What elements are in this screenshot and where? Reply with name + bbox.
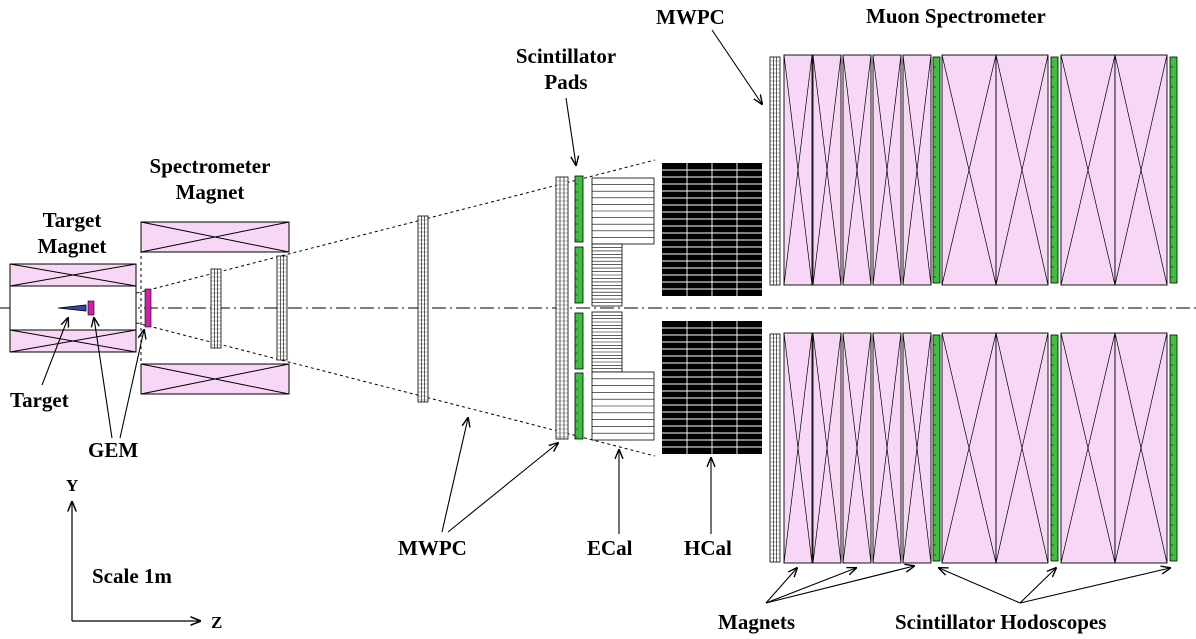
gem-detector-2 xyxy=(144,288,152,328)
hodoscope-bottom-2 xyxy=(1050,334,1059,562)
label-hcal: HCal xyxy=(684,536,732,560)
scintillator-pad-1 xyxy=(574,175,584,243)
label-spectrometer-magnet: Spectrometer Magnet xyxy=(126,153,294,205)
label-gem: GEM xyxy=(88,438,139,462)
axes-indicator xyxy=(72,502,200,621)
hcal xyxy=(662,163,762,454)
label-spectrometer-magnet-line2: Magnet xyxy=(175,180,245,204)
scintillator-pads xyxy=(574,175,584,440)
label-target: Target xyxy=(10,388,69,412)
pointer-arrows xyxy=(41,29,1170,604)
label-ecal: ECal xyxy=(587,536,633,560)
gem-detector-1 xyxy=(87,300,95,316)
mwpc-chamber-5-bottom xyxy=(769,333,781,563)
target-magnet xyxy=(9,263,137,353)
label-scale: Scale 1m xyxy=(92,564,172,588)
mwpc-chambers xyxy=(210,56,781,563)
label-mwpc-top: MWPC xyxy=(656,5,725,29)
mwpc-chamber-3 xyxy=(417,215,429,403)
label-magnets: Magnets xyxy=(718,610,795,634)
hodoscope-top-3 xyxy=(1169,56,1178,284)
label-scintillator-hodoscopes: Scintillator Hodoscopes xyxy=(895,610,1107,634)
label-muon-spectrometer: Muon Spectrometer xyxy=(866,4,1046,28)
target xyxy=(57,304,87,312)
label-spectrometer-magnet-line1: Spectrometer xyxy=(149,154,271,178)
scintillator-pad-3 xyxy=(574,312,584,370)
hodoscope-top-1 xyxy=(932,56,941,284)
hodoscope-bottom-3 xyxy=(1169,334,1178,562)
muon-spectrometer xyxy=(783,54,1178,564)
label-axis-z: Z xyxy=(211,613,223,632)
label-scintillator-pads-line2: Pads xyxy=(544,70,588,94)
label-scintillator-pads-line1: Scintillator xyxy=(515,44,617,68)
spectrometer-magnet xyxy=(140,221,290,395)
mwpc-chamber-5-top xyxy=(769,56,781,286)
label-scintillator-pads: Scintillator Pads xyxy=(496,43,636,95)
label-target-magnet: Target Magnet xyxy=(22,207,122,259)
mwpc-chamber-4 xyxy=(555,176,569,440)
hodoscope-top-2 xyxy=(1050,56,1059,284)
label-target-magnet-line2: Magnet xyxy=(37,234,107,258)
mwpc-chamber-1 xyxy=(210,268,222,349)
scintillator-pad-2 xyxy=(574,246,584,304)
label-axis-y: Y xyxy=(66,476,79,495)
label-mwpc-bottom: MWPC xyxy=(398,536,467,560)
hodoscope-bottom-1 xyxy=(932,334,941,562)
scintillator-pad-4 xyxy=(574,372,584,440)
label-target-magnet-line1: Target xyxy=(42,208,102,232)
ecal xyxy=(591,177,655,441)
